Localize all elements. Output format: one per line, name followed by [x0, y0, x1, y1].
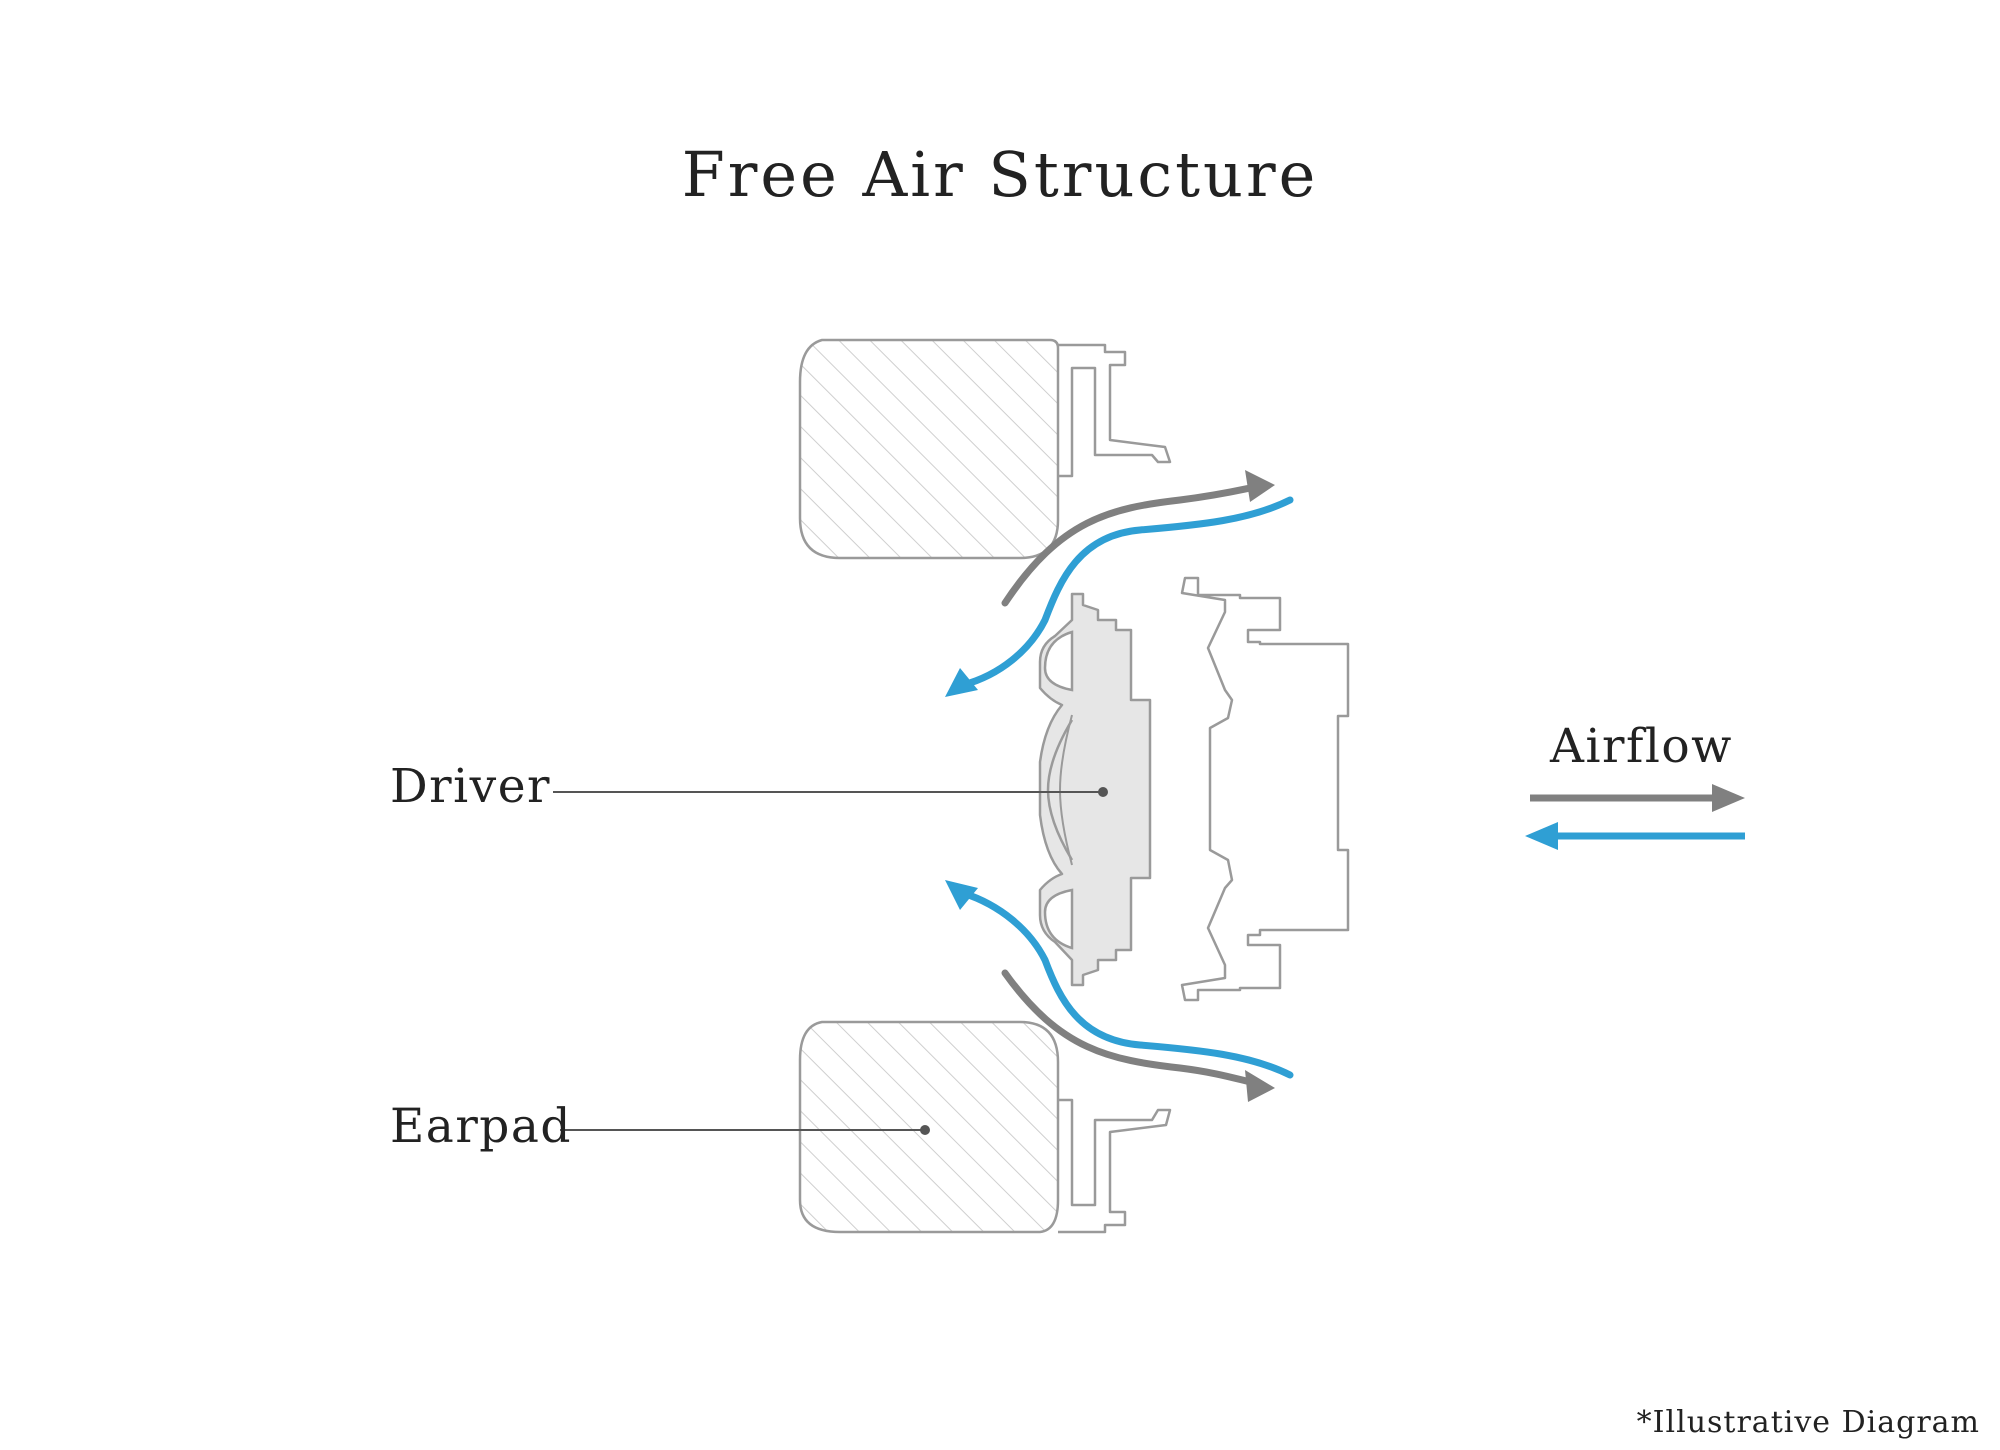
driver-leader-line — [553, 787, 1108, 797]
driver-label: Driver — [390, 759, 552, 814]
earpad-label: Earpad — [390, 1099, 572, 1154]
driver-unit — [1038, 592, 1152, 987]
illustrative-footnote: *Illustrative Diagram — [1636, 1405, 1980, 1440]
airflow-arrow-lower-out — [1001, 969, 1275, 1102]
airflow-arrow-upper-in — [945, 496, 1294, 697]
airflow-arrow-upper-out — [1001, 470, 1275, 607]
airflow-arrow-lower-in — [945, 880, 1294, 1079]
airflow-legend-label: Airflow — [1550, 719, 1733, 774]
earpad-leader-line — [560, 1125, 930, 1135]
legend-arrow-in — [1525, 822, 1745, 850]
earcup-bracket-bottom — [1058, 1098, 1172, 1234]
earcup-bracket-top — [1058, 343, 1172, 478]
diagram-title: Free Air Structure — [681, 138, 1319, 211]
legend-arrow-out — [1530, 784, 1745, 812]
rear-housing — [1180, 576, 1350, 1002]
earpad-top — [798, 338, 1060, 560]
